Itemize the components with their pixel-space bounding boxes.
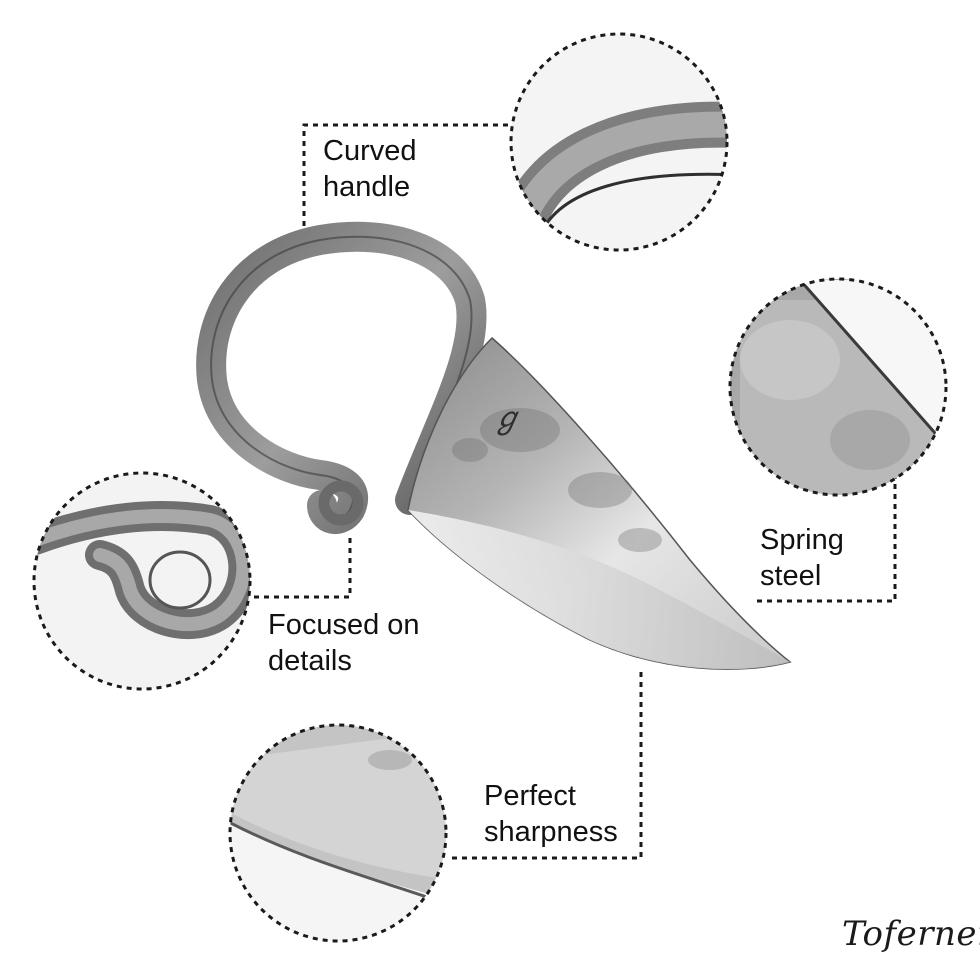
- knife: ℊ: [196, 221, 792, 670]
- callout-label-curved-handle: Curved handle: [323, 135, 417, 203]
- makers-mark-icon: ℊ: [492, 401, 522, 436]
- handle-loop: [318, 480, 364, 526]
- callout-label-focused-details: Focused on details: [268, 609, 420, 677]
- blade-edge: [408, 510, 790, 670]
- zoom-circle-curved-handle: [509, 32, 729, 252]
- connector-spring-steel: [757, 475, 897, 603]
- brand-logo: Toferner: [842, 914, 980, 954]
- connector-focused-details: [250, 538, 352, 599]
- connector-perfect-sharpness: [448, 672, 643, 860]
- zoom-circle-details: [32, 471, 252, 691]
- callout-label-perfect-sharpness: Perfect sharpness: [484, 780, 618, 848]
- connector-curved-handle: [302, 123, 512, 226]
- zoom-circle-spring-steel: [728, 277, 948, 497]
- forge-texture: [452, 408, 662, 552]
- zoom-circle-sharpness: [228, 723, 448, 943]
- callout-label-spring-steel: Spring steel: [760, 524, 844, 592]
- callout-connectors: [250, 123, 897, 860]
